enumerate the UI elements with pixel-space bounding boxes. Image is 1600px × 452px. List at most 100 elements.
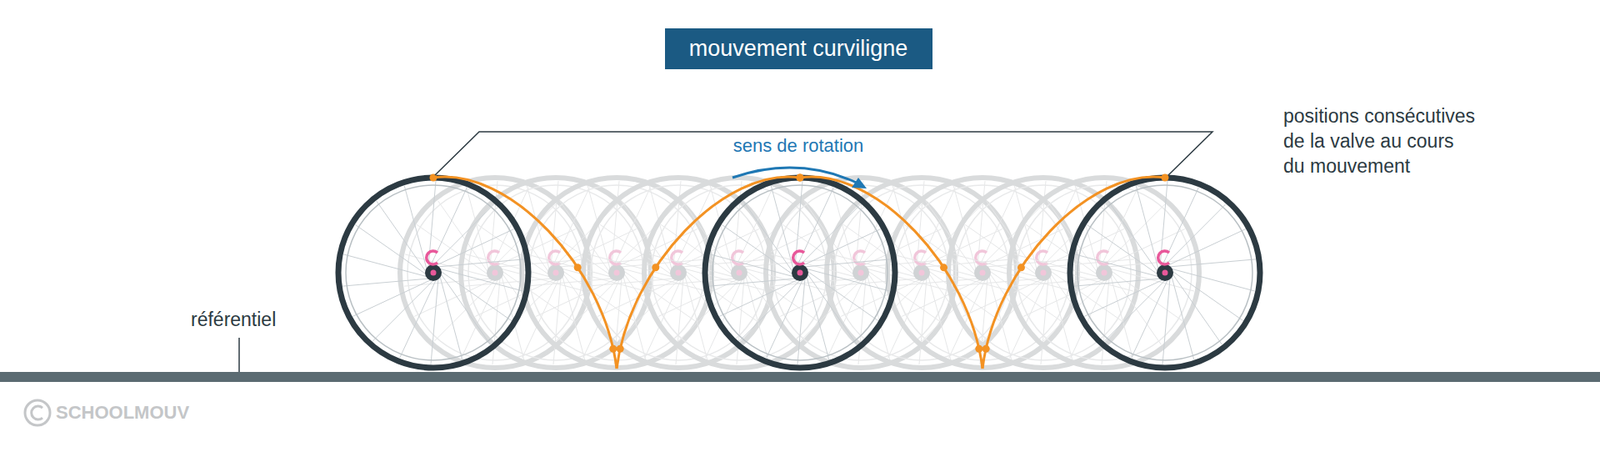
copyright-c	[31, 405, 43, 420]
rim	[345, 185, 521, 360]
spoke	[949, 278, 986, 358]
valve-dot	[940, 263, 948, 271]
spoke	[685, 270, 757, 320]
spoke	[342, 278, 430, 286]
ghost-wheel	[765, 177, 956, 368]
spoke	[404, 185, 427, 271]
tyre	[644, 177, 835, 368]
hub-dot	[430, 270, 437, 276]
spoke	[1110, 275, 1134, 360]
spoke	[1104, 279, 1166, 341]
wheel	[338, 177, 529, 368]
spoke	[1161, 187, 1199, 267]
spoke	[352, 279, 432, 316]
spoke	[1162, 276, 1170, 365]
spoke	[745, 270, 818, 320]
spoke	[440, 275, 463, 360]
title-text: mouvement curviligne	[689, 35, 909, 62]
spoke	[1043, 279, 1105, 341]
spoke	[617, 279, 680, 341]
spoke	[928, 270, 1000, 320]
spoke	[806, 272, 857, 345]
leader-line	[435, 131, 1213, 175]
spoke	[1108, 200, 1159, 273]
spoke	[1171, 270, 1244, 320]
hub	[974, 264, 991, 281]
valve-mark	[426, 250, 438, 265]
spoke	[1050, 270, 1122, 320]
spoke	[1171, 275, 1195, 360]
hub-dot	[1162, 270, 1169, 276]
spoke	[501, 270, 574, 320]
spoke	[734, 180, 742, 269]
spoke	[795, 180, 803, 269]
spoke	[805, 268, 890, 291]
hub	[1156, 264, 1174, 281]
hub	[670, 264, 687, 281]
spoke	[678, 279, 740, 341]
arrow-head	[851, 177, 867, 189]
spoke	[799, 204, 861, 266]
hub-dot	[614, 270, 620, 276]
spoke	[1160, 180, 1168, 269]
spoke	[1135, 185, 1159, 271]
rim	[712, 185, 888, 360]
spoke	[434, 229, 514, 266]
spoke	[587, 185, 610, 271]
spoke	[803, 259, 891, 267]
tyre	[705, 177, 895, 368]
tyre	[400, 177, 590, 368]
hub	[791, 264, 809, 281]
spoke	[1164, 204, 1226, 266]
trajectory-segment	[800, 176, 983, 369]
valve-dot	[574, 263, 582, 271]
wheel	[1070, 177, 1260, 368]
hub-dot	[492, 270, 499, 276]
hub	[547, 264, 565, 281]
ground	[0, 371, 1600, 382]
spoke	[1103, 204, 1165, 266]
spoke	[436, 259, 525, 267]
valve-mark	[793, 250, 805, 265]
copyright-circle	[25, 400, 50, 425]
valve-dot	[1161, 174, 1170, 182]
spoke	[721, 224, 794, 275]
tyre	[1070, 177, 1260, 368]
spoke	[922, 229, 1002, 266]
valve-mark	[1158, 250, 1170, 265]
hub	[913, 264, 930, 281]
main-wheels	[338, 177, 1260, 368]
spoke	[743, 200, 794, 273]
hub-dot	[797, 270, 804, 276]
spoke	[440, 272, 490, 345]
trajectory-segment	[982, 176, 1165, 369]
valve-dot	[616, 345, 625, 353]
spoke	[430, 276, 439, 365]
spoke	[1170, 268, 1255, 291]
spoke	[1168, 259, 1256, 267]
hub	[486, 264, 504, 281]
spoke	[982, 279, 1045, 341]
spoke	[806, 270, 879, 320]
spoke	[1105, 229, 1185, 266]
spoke	[740, 229, 820, 266]
spoke	[710, 254, 795, 277]
reference-tick	[238, 337, 240, 372]
spoke	[797, 276, 805, 365]
valve-dot	[609, 345, 617, 353]
spoke	[343, 254, 429, 277]
spoke	[372, 279, 435, 341]
spoke	[796, 187, 834, 267]
hub	[425, 264, 442, 281]
spoke	[739, 279, 801, 341]
spoke	[376, 200, 427, 273]
valve-dot	[1017, 263, 1025, 271]
spoke	[806, 275, 830, 360]
hub-dot	[1101, 270, 1108, 276]
spoke	[679, 229, 759, 266]
spoke	[438, 268, 524, 291]
valve-dot	[651, 263, 660, 271]
callout-label: positions consécutives de la valve au co…	[1283, 103, 1479, 179]
hub-dot	[553, 270, 560, 276]
spoke	[1044, 229, 1124, 266]
